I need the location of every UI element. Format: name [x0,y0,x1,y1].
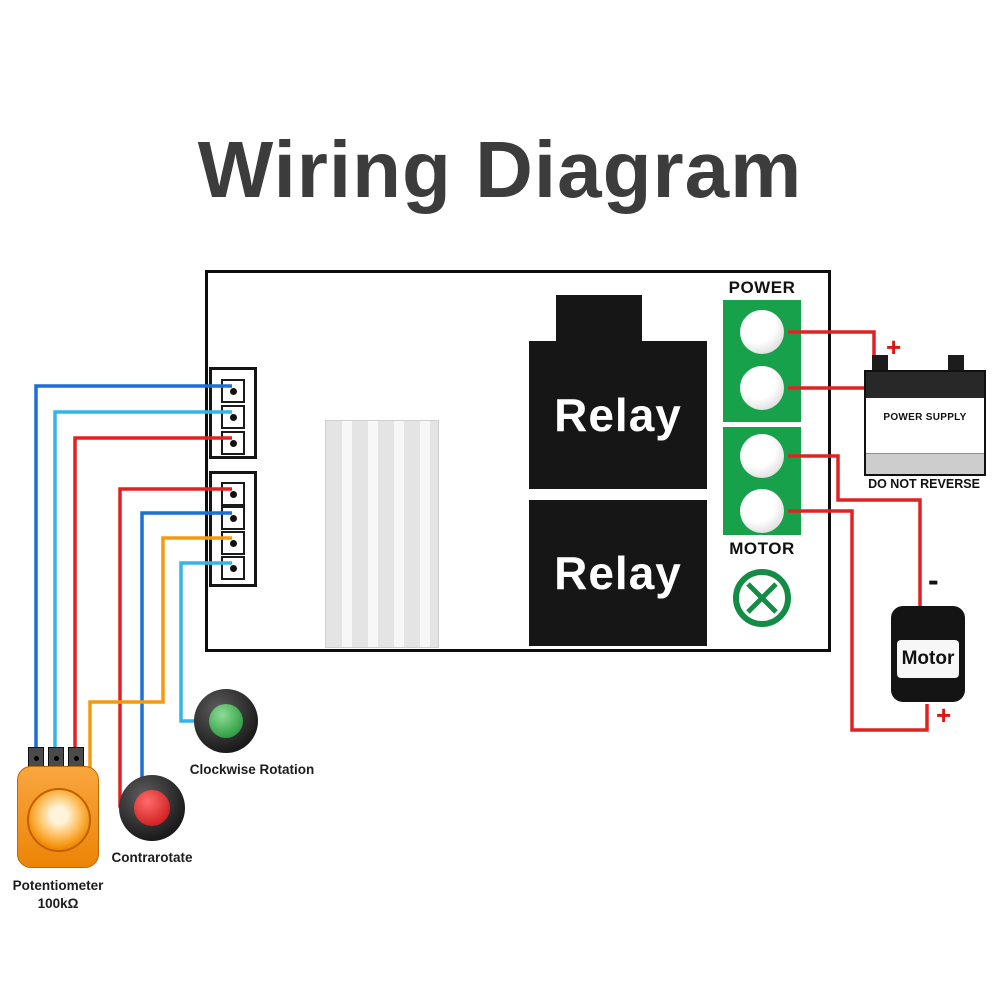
screw-terminal [740,489,784,533]
dc-motor: Motor [891,606,965,702]
connector-block-bottom [209,471,257,587]
clockwise-button-cap [209,704,243,738]
relay-2-label: Relay [554,547,682,599]
contrarotate-label: Contrarotate [111,850,193,865]
screw-terminal [740,310,784,354]
power-terminal-block [723,300,801,422]
heatsink [325,420,439,648]
screw-terminal [740,434,784,478]
power-terminals-label: POWER [728,278,796,297]
connector-pin [221,379,245,403]
potentiometer-knob [27,788,91,852]
motor-plus-sign: + [936,700,952,730]
motor-terminal-block [723,427,801,535]
do-not-reverse-warning: DO NOT REVERSE [868,477,980,491]
connector-pin [221,506,245,530]
screw-terminal [740,366,784,410]
potentiometer-label: Potentiometer [12,878,104,893]
page-title: Wiring Diagram [197,125,803,214]
battery-terminal-positive [872,355,888,371]
relay-tab [556,295,642,343]
contrarotate-button [119,775,185,841]
potentiometer-value: 100kΩ [37,896,79,911]
connector-pin [221,482,245,506]
potentiometer [17,766,99,868]
motor-terminals-label: MOTOR [729,539,795,558]
battery-terminal-negative [948,355,964,371]
connector-pin [221,431,245,455]
contrarotate-button-cap [134,790,170,826]
clockwise-button [194,689,258,753]
motor-symbol-icon [733,569,791,627]
motor-minus-sign: - [928,562,939,598]
connector-pin [221,531,245,555]
clockwise-label: Clockwise Rotation [189,762,315,777]
power-supply-battery: POWER SUPPLY [864,370,986,476]
dc-motor-label: Motor [897,640,959,678]
relay-2: Relay [529,500,707,646]
relay-1-label: Relay [554,389,682,441]
battery-bottom-band [866,453,984,474]
battery-plus-sign: + [886,332,902,362]
connector-pin [221,556,245,580]
battery-top-band [866,372,984,398]
connector-block-top [209,367,257,459]
connector-pin [221,405,245,429]
power-supply-label: POWER SUPPLY [883,412,967,423]
relay-1: Relay [529,341,707,489]
